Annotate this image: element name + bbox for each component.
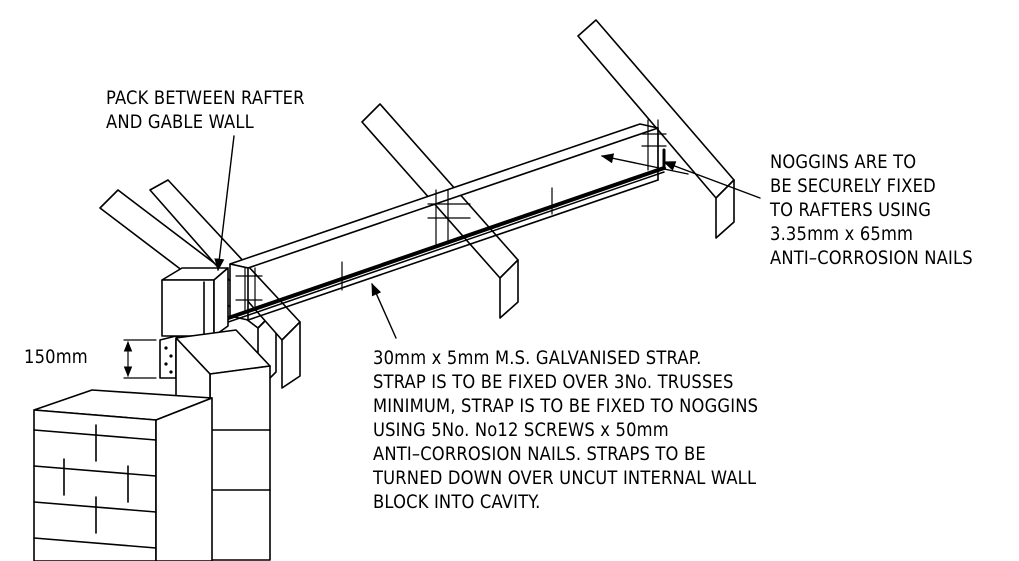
galvanised-strap [159,148,666,379]
pack-annotation-line: AND GABLE WALL [106,111,254,133]
dimension-150mm [123,339,157,379]
strap-fixings [235,119,667,311]
rafter-right [577,19,735,239]
noggins-annotation-line: 3.35mm x 65mm [770,223,914,245]
rafter-middle [361,103,519,319]
dimension-label: 150mm [24,346,88,368]
blockwork-wall [33,329,271,561]
pack-annotation-line: PACK BETWEEN RAFTER [106,87,305,109]
strap-annotation: 30mm x 5mm M.S. GALVANISED STRAP. STRAP … [373,346,758,514]
strap-annotation-line: USING 5No. No12 SCREWS x 50mm [373,419,669,441]
strap-annotation-line: TURNED DOWN OVER UNCUT INTERNAL WALL [373,467,757,489]
noggins-annotation-line: ANTI–CORROSION NAILS [770,247,973,269]
strap-annotation-line: BLOCK INTO CAVITY. [373,491,541,513]
strap-annotation-line: ANTI–CORROSION NAILS. STRAPS TO BE [373,443,706,465]
noggins-annotation-line: NOGGINS ARE TO [770,151,917,173]
noggins-annotation-line: TO RAFTERS USING [770,199,932,221]
strap-annotation-line: STRAP IS TO BE FIXED OVER 3No. TRUSSES [373,371,734,393]
pack-annotation: PACK BETWEEN RAFTER AND GABLE WALL [106,86,305,134]
strap-annotation-line: 30mm x 5mm M.S. GALVANISED STRAP. [373,347,702,369]
noggins-annotation: NOGGINS ARE TO BE SECURELY FIXED TO RAFT… [770,150,973,270]
noggin [229,123,659,321]
noggins-annotation-line: BE SECURELY FIXED [770,175,936,197]
strap-annotation-line: MINIMUM, STRAP IS TO BE FIXED TO NOGGINS [373,395,759,417]
gable-wall [161,267,229,337]
leader-arrows [214,135,761,339]
